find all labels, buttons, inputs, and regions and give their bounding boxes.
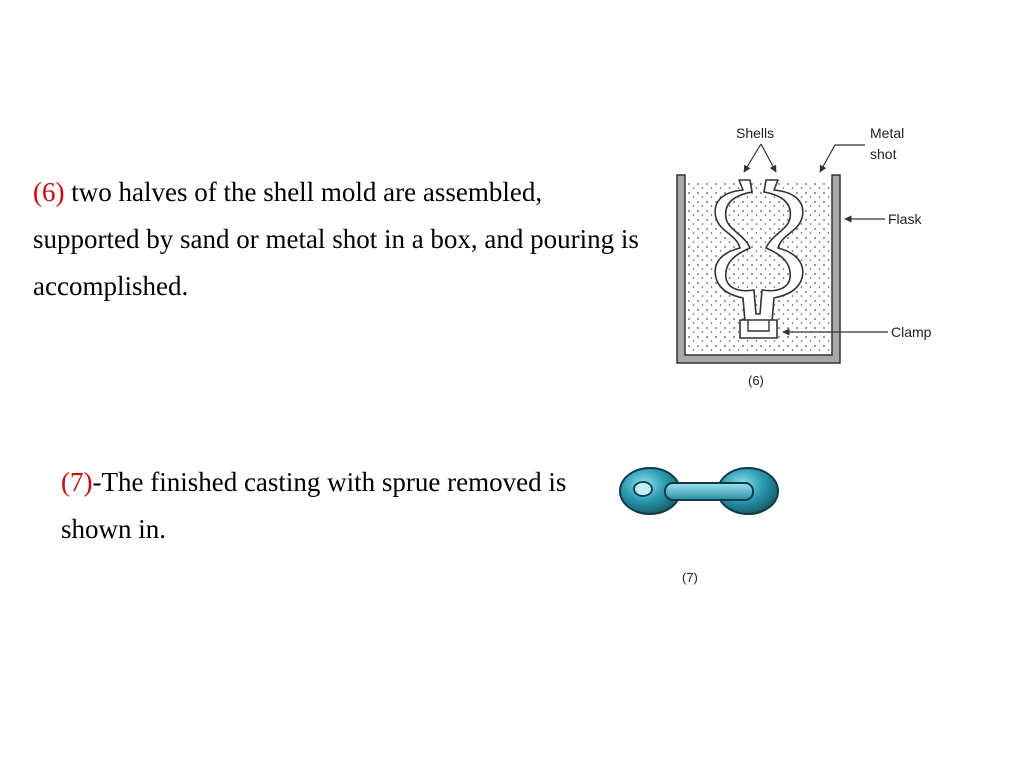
sprue-mark xyxy=(633,481,653,497)
step-7-paragraph: (7)-The finished casting with sprue remo… xyxy=(61,459,581,553)
finished-casting-svg: (7) xyxy=(619,467,779,585)
figure-7-caption: (7) xyxy=(682,570,698,585)
label-flask: Flask xyxy=(888,211,922,227)
figure-6-caption: (6) xyxy=(748,373,764,388)
casting-connector xyxy=(664,482,754,501)
step-7-text: -The finished casting with sprue removed… xyxy=(61,467,567,544)
label-shot: shot xyxy=(870,146,897,162)
label-metal: Metal xyxy=(870,125,904,141)
finished-casting-figure: (7) xyxy=(610,455,800,595)
label-clamp: Clamp xyxy=(891,324,932,340)
step-6-paragraph: (6) two halves of the shell mold are ass… xyxy=(33,169,643,310)
step-7-number: (7) xyxy=(61,467,93,497)
step-6-number: (6) xyxy=(33,177,65,207)
shell-mold-diagram: Shells Metal shot Flask Clamp (6) xyxy=(660,110,980,400)
shell-mold-cavity xyxy=(714,179,804,323)
step-6-text: two halves of the shell mold are assembl… xyxy=(33,177,639,301)
clamp-shape xyxy=(739,319,778,339)
label-shells: Shells xyxy=(736,125,774,141)
shell-mold-svg: Shells Metal shot Flask Clamp (6) xyxy=(676,125,932,388)
